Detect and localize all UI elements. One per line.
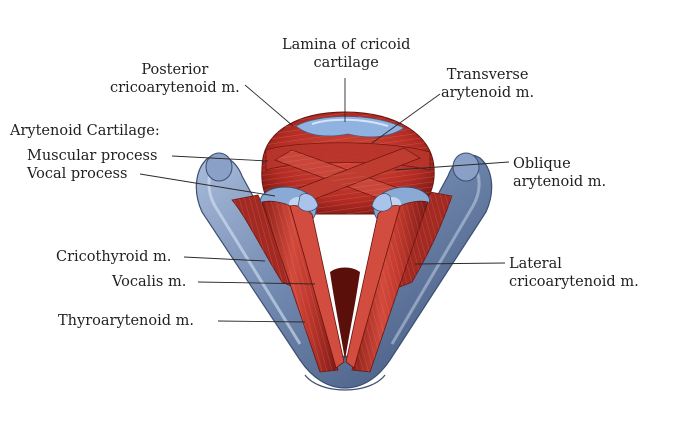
label-arytenoid-cartilage: Arytenoid Cartilage:	[10, 123, 160, 139]
label-lateral-cricoarytenoid: Lateral cricoarytenoid m.	[509, 256, 639, 290]
label-lamina-of-cricoid: Lamina of cricoid cartilage	[282, 37, 411, 71]
label-oblique-arytenoid: Oblique arytenoid m.	[513, 156, 607, 190]
glottis	[326, 219, 364, 272]
label-vocal-process: Vocal process	[27, 166, 128, 182]
label-vocalis: Vocalis m.	[112, 274, 187, 290]
label-muscular-process: Muscular process	[27, 148, 158, 164]
label-thyroarytenoid: Thyroarytenoid m.	[58, 313, 194, 329]
label-posterior-cricoarytenoid: Posterior cricoarytenoid m.	[110, 62, 240, 96]
label-cricothyroid: Cricothyroid m.	[56, 249, 172, 265]
leader-lines	[139, 78, 510, 323]
label-transverse-arytenoid: Transverse arytenoid m.	[441, 67, 535, 101]
